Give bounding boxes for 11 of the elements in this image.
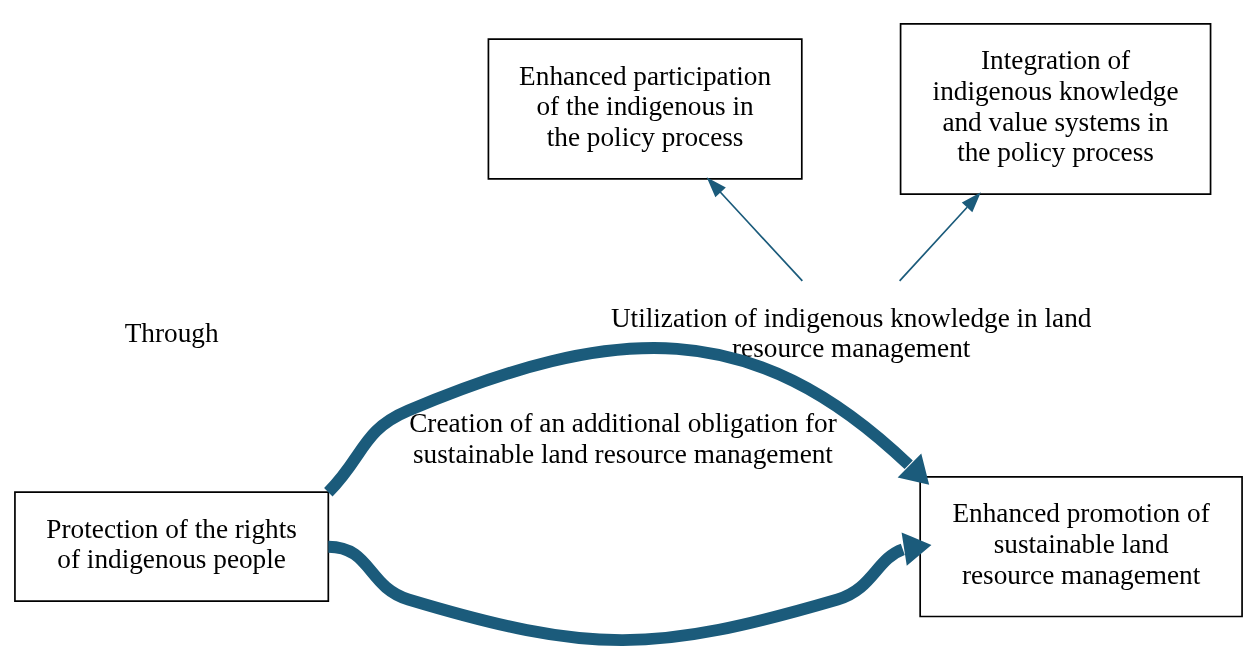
node-box: Integration of indigenous knowledge and value systems in the policy process	[899, 22, 1212, 195]
node-text: Utilization of indigenous knowledge in land resource management	[610, 302, 1092, 363]
arrow	[327, 531, 932, 646]
arrow	[898, 191, 981, 282]
label: Through	[124, 317, 219, 348]
node-box: Enhanced participation of the indigenous in the policy process	[487, 37, 803, 180]
arrow	[323, 341, 930, 496]
node-box: Enhanced promotion of sustainable land resource management	[919, 475, 1243, 617]
arrow	[706, 176, 804, 282]
node-box: Protection of the rights of indigenous people	[14, 490, 330, 602]
edge-label: Creation of an additional obligation for sustainable land resource management	[409, 407, 837, 469]
